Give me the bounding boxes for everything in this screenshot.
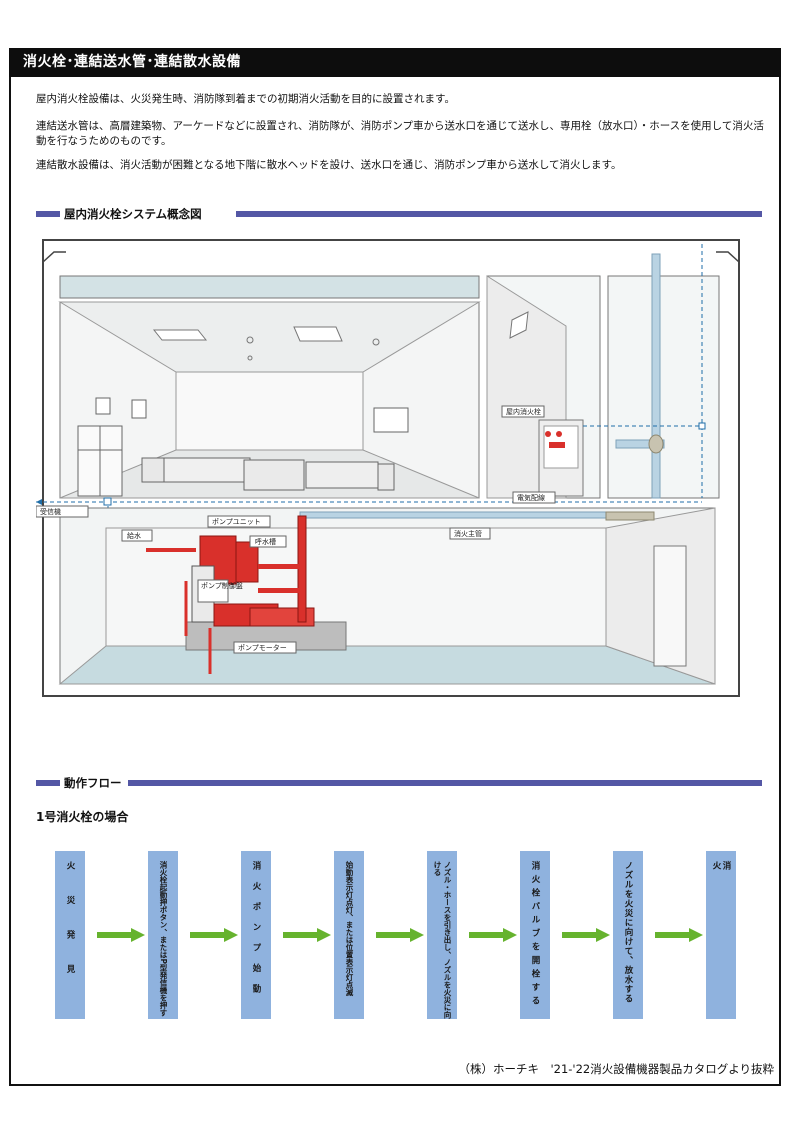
svg-text:ポンプモーター: ポンプモーター: [238, 643, 287, 652]
flow-step: ノズル・ホースを引き出し、ノズルを火災に向ける: [427, 851, 457, 1019]
section-title: 屋内消火栓システム概念図: [64, 207, 202, 221]
svg-text:受信機: 受信機: [40, 507, 61, 516]
arrow-right-icon: [562, 928, 610, 942]
flow-step: 火災発見: [55, 851, 85, 1019]
svg-text:消火主管: 消火主管: [454, 529, 482, 538]
flow-step: 消火: [706, 851, 736, 1019]
intro-paragraph: 連結散水設備は、消火活動が困難となる地下階に散水ヘッドを設け、送水口を通じ、消防…: [36, 159, 622, 171]
svg-text:屋内消火栓: 屋内消火栓: [506, 407, 541, 416]
flow-step: 消火ポンプ始動: [241, 851, 271, 1019]
arrow-right-icon: [283, 928, 331, 942]
arrow-right-icon: [190, 928, 238, 942]
section-title: 動作フロー: [64, 776, 122, 790]
svg-text:給水: 給水: [127, 531, 141, 540]
section-heading-flow: 動作フロー: [36, 776, 762, 790]
flow-subtitle: 1号消火栓の場合: [36, 810, 129, 824]
flow-step: ノズルを火災に向けて、放水する: [613, 851, 643, 1019]
arrow-right-icon: [97, 928, 145, 942]
svg-text:ポンプユニット: ポンプユニット: [212, 518, 261, 526]
flow-step: 消火栓起動押ボタン、またはP型発信機を押す: [148, 851, 178, 1019]
intro-paragraph: 屋内消火栓設備は、火災発生時、消防隊到着までの初期消火活動を目的に設置されます。: [36, 93, 455, 105]
flow-step: 消火栓バルブを開栓する: [520, 851, 550, 1019]
source-credit: （株）ホーチキ '21-'22消火設備機器製品カタログより抜粋: [458, 1062, 774, 1076]
svg-text:ポンプ制御盤: ポンプ制御盤: [201, 581, 243, 590]
hydrant-system-diagram: 電気配線 受信機 屋内消火栓 ポンプユニット 給水 呼水槽 ポンプ制御盤 消火主…: [36, 236, 764, 698]
operation-flow: 火災発見 消火栓起動押ボタン、またはP型発信機を押す 消火ポンプ始動 始動表示灯…: [55, 851, 755, 1021]
arrow-right-icon: [376, 928, 424, 942]
arrow-right-icon: [655, 928, 703, 942]
arrow-right-icon: [469, 928, 517, 942]
page-header: 消火栓･連結送水管･連結散水設備: [9, 48, 781, 77]
svg-text:電気配線: 電気配線: [517, 493, 545, 502]
flow-step: 始動表示灯点灯、または位置表示灯点滅: [334, 851, 364, 1019]
intro-paragraph: 連結送水管は、高層建築物、アーケードなどに設置され、消防隊が、消防ポンプ車から送…: [36, 120, 764, 147]
section-heading-system: 屋内消火栓システム概念図: [36, 207, 762, 221]
svg-text:呼水槽: 呼水槽: [255, 537, 276, 546]
